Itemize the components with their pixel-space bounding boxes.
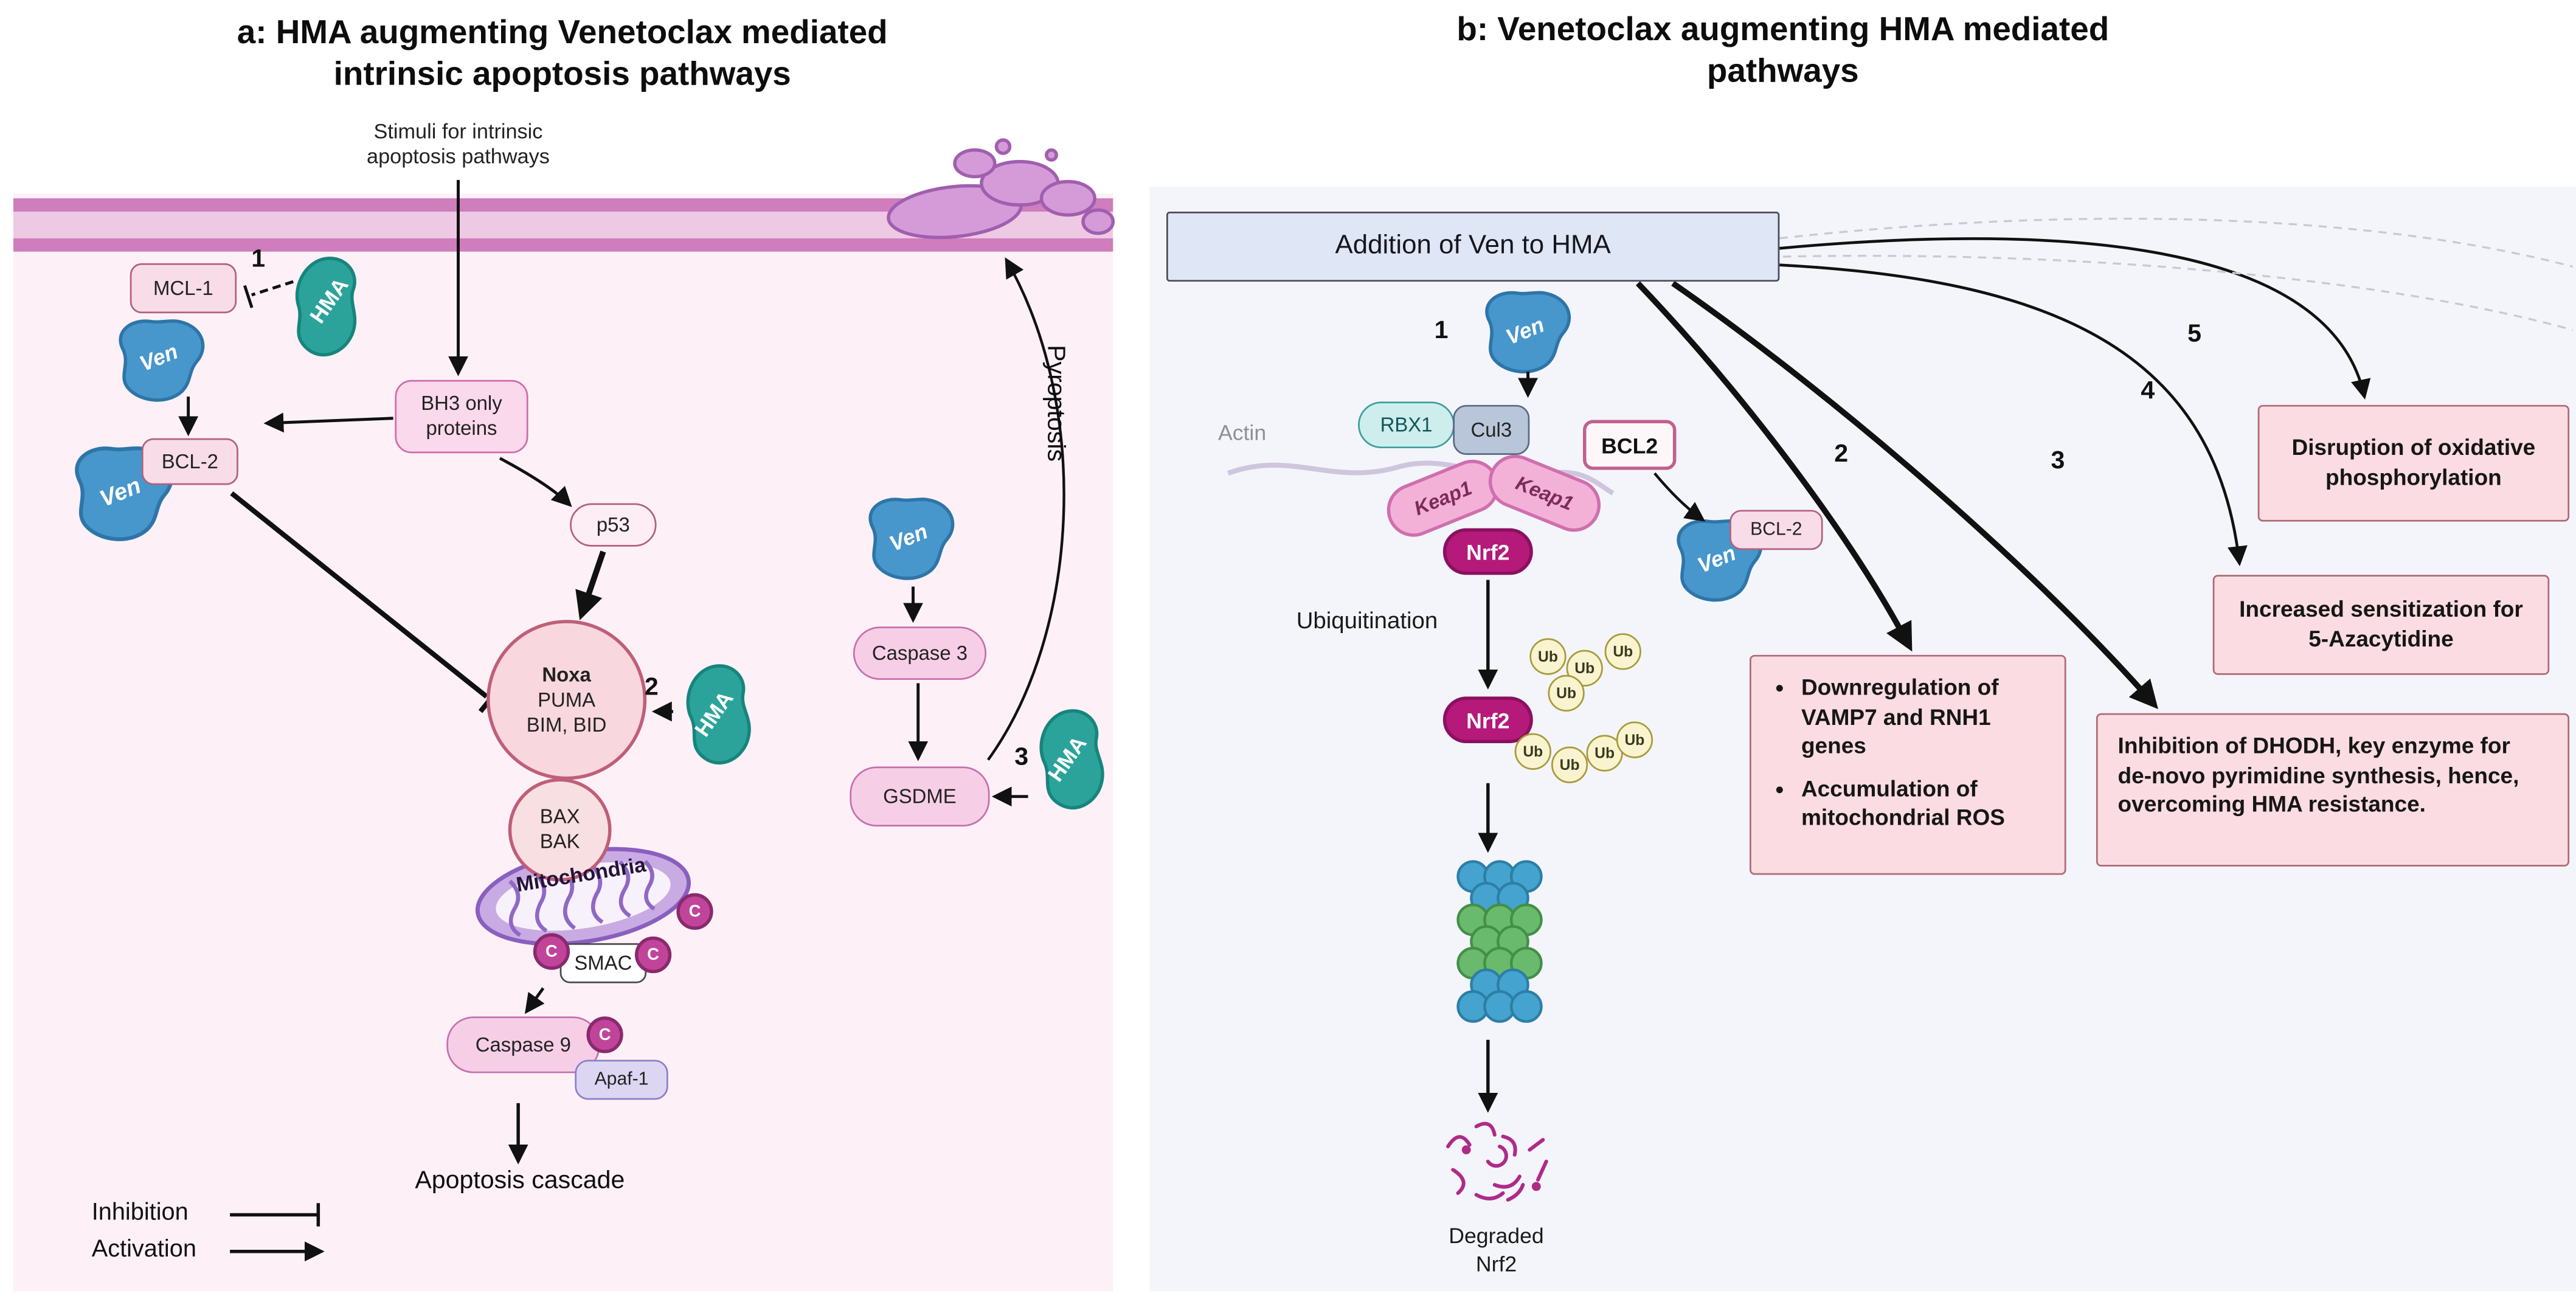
ubiquitination-label: Ubiquitination bbox=[1296, 606, 1438, 634]
outcome-box-5: Disruption of oxidative phosphorylation bbox=[2257, 404, 2570, 522]
noxa-node: Noxa PUMA BIM, BID bbox=[486, 620, 647, 780]
pyroptosis-bleb-shape bbox=[887, 138, 1115, 240]
ubiquitin-node: Ub bbox=[1616, 721, 1653, 758]
panel-a-arrows bbox=[178, 179, 1065, 1262]
nrf2-ubiquitinated-node: Nrf2 bbox=[1442, 696, 1533, 744]
bh3-node: BH3 only proteins bbox=[395, 379, 528, 454]
smac-node: SMAC bbox=[559, 943, 647, 983]
ven-blob-icon bbox=[1485, 291, 1571, 373]
cytochrome-c-node: C bbox=[533, 933, 570, 970]
nrf2-node: Nrf2 bbox=[1442, 528, 1533, 575]
ven-blob-icon bbox=[119, 319, 205, 402]
ven-blob-icon bbox=[868, 497, 955, 580]
caspase9-node: Caspase 9 bbox=[446, 1016, 600, 1073]
cytochrome-c-node: C bbox=[634, 936, 672, 974]
actin-label: Actin bbox=[1217, 420, 1267, 445]
cytochrome-c-node: C bbox=[586, 1016, 623, 1053]
ubiquitin-node: Ub bbox=[1566, 650, 1603, 687]
mitochondria-shape bbox=[475, 847, 691, 946]
panel-b-arrows bbox=[1478, 217, 2573, 1113]
mcl1-node: MCL-1 bbox=[130, 263, 237, 314]
panel-b-title: b: Venetoclax augmenting HMA mediated pa… bbox=[1456, 12, 2110, 90]
legend-inhibition-label: Inhibition bbox=[91, 1199, 189, 1227]
degraded-nrf2-label: Degraded Nrf2 bbox=[1449, 1223, 1544, 1277]
step-1-label-a: 1 bbox=[251, 244, 266, 274]
outcome-box-4: Increased sensitization for 5-Azacytidin… bbox=[2212, 575, 2550, 675]
ubiquitin-node: Ub bbox=[1529, 638, 1567, 675]
degraded-nrf2-shape bbox=[1446, 1121, 1548, 1202]
ubiquitin-node: Ub bbox=[1514, 733, 1551, 770]
step-1-label-b: 1 bbox=[1434, 316, 1449, 345]
bcl2-node: BCL-2 bbox=[141, 438, 238, 485]
caspase3-node: Caspase 3 bbox=[853, 626, 987, 680]
ubiquitin-node: Ub bbox=[1551, 746, 1588, 783]
step-5-label-b: 5 bbox=[2187, 320, 2202, 348]
pyroptosis-label: Pyroptosis bbox=[1041, 345, 1070, 462]
gsdme-node: GSDME bbox=[850, 766, 990, 827]
legend-activation-label: Activation bbox=[91, 1236, 196, 1263]
ubiquitin-node: Ub bbox=[1548, 674, 1585, 712]
step-2-label-b: 2 bbox=[1834, 440, 1849, 468]
panel-a-title: a: HMA augmenting Venetoclax mediated in… bbox=[237, 15, 888, 94]
bcl2-complex-node: BCL2 bbox=[1583, 420, 1677, 470]
rbx1-node: RBX1 bbox=[1358, 401, 1455, 449]
step-3-label-b: 3 bbox=[2051, 446, 2065, 475]
hma-blob-icon bbox=[295, 257, 357, 357]
step-2-label-a: 2 bbox=[644, 673, 659, 702]
actin-filament-shape bbox=[1227, 460, 1615, 496]
bcl2-released-node: BCL-2 bbox=[1729, 510, 1823, 550]
cul3-node: Cul3 bbox=[1453, 404, 1530, 456]
apaf1-node: Apaf-1 bbox=[575, 1059, 668, 1100]
apoptosis-cascade-label: Apoptosis cascade bbox=[415, 1166, 625, 1195]
hma-blob-icon bbox=[686, 664, 751, 765]
step-4-label-b: 4 bbox=[2141, 376, 2155, 405]
ubiquitin-node: Ub bbox=[1586, 735, 1623, 772]
hma-blobs bbox=[295, 257, 1104, 810]
baxbak-node: BAX BAK bbox=[508, 778, 612, 882]
ubiquitin-node: Ub bbox=[1604, 633, 1641, 670]
stimuli-label: Stimuli for intrinsic apoptosis pathways bbox=[367, 120, 550, 168]
cytochrome-c-node: C bbox=[676, 893, 713, 930]
addition-ven-hma-box: Addition of Ven to HMA bbox=[1166, 211, 1780, 282]
proteasome-shape bbox=[1456, 860, 1543, 1023]
keap1-shapes bbox=[1387, 454, 1601, 537]
outcome-box-3: Inhibition of DHODH, key enzyme for de-n… bbox=[2096, 713, 2570, 867]
step-3-label-a: 3 bbox=[1014, 743, 1029, 772]
outcome-box-2: Downregulation of VAMP7 and RNH1 genes A… bbox=[1750, 654, 2066, 875]
p53-node: p53 bbox=[570, 503, 657, 547]
hma-blob-icon bbox=[1039, 709, 1104, 810]
